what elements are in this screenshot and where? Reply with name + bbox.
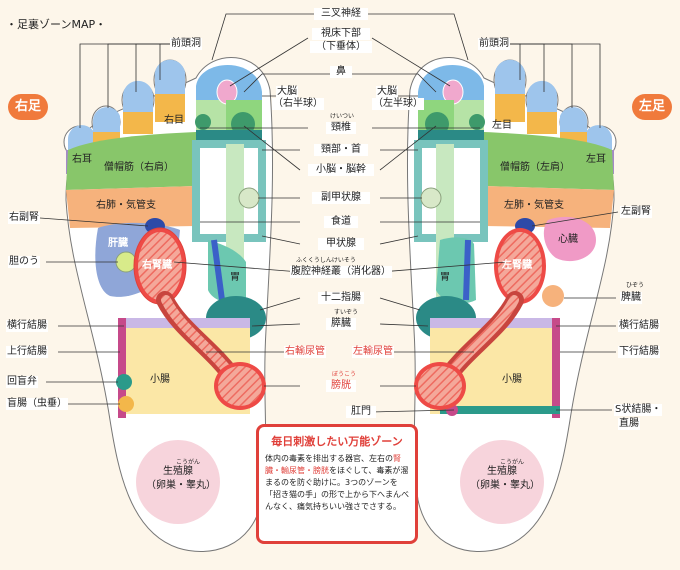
furigana-kougan-left: こうがん (500, 459, 525, 466)
furigana-kougan-right: こうがん (176, 459, 201, 466)
label-gallbladder: 胆のう (8, 256, 40, 268)
left-foot-badge: 左足 (632, 94, 672, 120)
label-cerebrum-left: 大脳 (376, 86, 398, 98)
callout-body-2: をほぐして、毒素が溜まるのを防ぐ助けに。3つのゾーンを「招き猫の手」の形で上から… (265, 466, 409, 511)
left-foot-toes (493, 59, 617, 174)
callout-body-highlight: 腎臓・輸尿管・膀胱 (265, 454, 401, 475)
label-ovary-right: （卵巣・睾丸） (146, 480, 216, 491)
label-trigeminal: 三叉神経 (314, 8, 368, 20)
callout-body-1: 体内の毒素を排出する器官、左右の (265, 454, 393, 463)
label-sinus-left: 前頭洞 (478, 38, 510, 50)
label-esophagus: 食道 (324, 216, 358, 228)
label-parathyroid: 副甲状腺 (312, 192, 370, 204)
label-pancreas: 膵臓 (326, 318, 356, 330)
left-heart (543, 216, 596, 262)
callout-title: 毎日刺激したい万能ゾーン (271, 435, 403, 448)
label-right-kidney: 右腎臓 (142, 260, 172, 271)
label-left-kidney: 左腎臓 (502, 260, 532, 271)
leader-lines (39, 13, 619, 413)
label-stomach-right: 胃 (230, 272, 240, 283)
label-left-hemisphere: （左半球） (372, 98, 424, 110)
label-right-adrenal: 右副腎 (8, 212, 40, 224)
label-left-lung: 左肺・気管支 (504, 200, 564, 211)
label-celiac-plexus: 腹腔神経叢（消化器） (290, 266, 392, 278)
label-ileocecal-valve: 回盲弁 (6, 376, 38, 388)
callout-body: 体内の毒素を排出する器官、左右の腎臓・輸尿管・膀胱をほぐして、毒素が溜まるのを防… (265, 453, 409, 513)
label-transverse-colon-right: 横行結腸 (6, 320, 48, 332)
label-nose: 鼻 (330, 66, 352, 78)
label-ascending-colon: 上行結腸 (6, 346, 48, 358)
label-anus: 肛門 (346, 406, 376, 418)
label-duodenum: 十二指腸 (318, 292, 364, 304)
label-cervical-spine: 頸椎 (326, 122, 356, 134)
label-cerebrum-right: 大脳 (276, 86, 298, 98)
left-trapezius-band (484, 132, 614, 190)
left-lung-band (484, 186, 614, 228)
right-foot (63, 57, 274, 552)
label-right-ear: 右耳 (72, 154, 92, 165)
label-pituitary: （下垂体） (310, 41, 372, 53)
left-foot (406, 57, 617, 552)
right-lung-band (66, 186, 196, 228)
furigana-keitsui: けいつい (330, 113, 355, 120)
label-hypothalamus: 視床下部 (312, 28, 370, 40)
label-sinus-right: 前頭洞 (170, 38, 202, 50)
label-left-ear: 左耳 (586, 154, 606, 165)
label-small-intestine-left: 小腸 (502, 374, 522, 385)
label-descending-colon: 下行結腸 (618, 346, 660, 358)
right-trapezius-band (66, 132, 196, 190)
label-neck: 頸部・首 (314, 144, 368, 156)
label-left-trapezius: 僧帽筋（左肩） (500, 162, 570, 173)
label-liver: 肝臓 (108, 238, 128, 249)
label-heart: 心臓 (558, 234, 578, 245)
label-left-adrenal: 左副腎 (620, 206, 652, 218)
label-small-intestine-right: 小腸 (150, 374, 170, 385)
label-spleen: 脾臓 (620, 292, 642, 304)
label-right-eye: 右目 (164, 115, 184, 126)
label-bladder: 膀胱 (326, 380, 356, 392)
label-right-ureter: 右輸尿管 (284, 346, 326, 358)
furigana-suizou: すいぞう (334, 309, 359, 316)
label-gonad-left: 生殖腺 (487, 466, 517, 477)
label-left-eye: 左目 (492, 120, 512, 131)
furigana-fukukou: ふくくうしんけいそう (296, 257, 356, 264)
label-sigmoid-colon: S状結腸・ (614, 404, 663, 416)
callout-box: 毎日刺激したい万能ゾーン 体内の毒素を排出する器官、左右の腎臓・輸尿管・膀胱をほ… (256, 424, 418, 544)
label-left-ureter: 左輸尿管 (352, 346, 394, 358)
label-right-lung: 右肺・気管支 (96, 200, 156, 211)
furigana-hizou: ひぞう (626, 282, 645, 289)
label-cerebellum: 小脳・脳幹 (308, 164, 374, 176)
label-stomach-left: 胃 (440, 272, 450, 283)
label-gonad-right: 生殖腺 (163, 466, 193, 477)
right-foot-badge: 右足 (8, 94, 48, 120)
label-rectum: 直腸 (618, 418, 640, 430)
label-right-hemisphere: （右半球） (272, 98, 324, 110)
furigana-boukou: ぼうこう (332, 371, 357, 378)
label-right-trapezius: 僧帽筋（右肩） (104, 162, 174, 173)
page-title: ・足裏ゾーンMAP・ (6, 18, 107, 31)
label-transverse-colon-left: 横行結腸 (618, 320, 660, 332)
label-ovary-left: （卵巣・睾丸） (470, 480, 540, 491)
label-cecum: 盲腸（虫垂） (6, 398, 68, 410)
label-thyroid: 甲状腺 (318, 238, 364, 250)
